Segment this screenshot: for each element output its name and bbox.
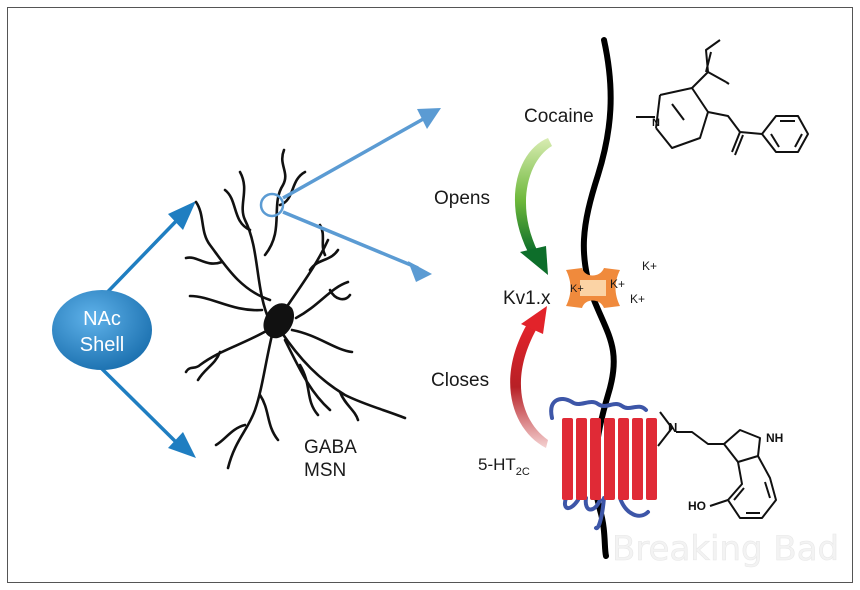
zoom-arrow-upper [282,116,426,200]
5ht2c-receptor [549,397,657,531]
indole-nh-label: NH [766,431,783,445]
indole-structure [657,411,777,519]
cocaine-label: Cocaine [524,106,594,127]
opens-label: Opens [434,188,490,209]
cocaine-structure [655,39,809,156]
closes-label: Closes [431,370,489,391]
opens-arrow-head [520,246,548,275]
kv-channel [566,268,620,308]
nac-label-line2: Shell [80,334,124,356]
nac-arrow-up-head [168,201,196,230]
zoom-arrows [282,116,426,270]
ion-k1: K+ [642,259,657,273]
neuron-illustration [184,148,407,470]
neuron-label-line2: MSN [304,460,346,481]
receptor-label: 5-HT2C [478,455,530,478]
watermark-text: Breaking Bad [612,529,839,569]
nac-shell-node: NAc Shell [52,290,152,370]
cell-membrane [580,37,617,559]
nac-arrow-down-head [168,432,196,458]
nac-arrow-down [93,360,184,450]
zoom-arrow-upper-head [417,108,441,129]
neuron-label-line1: GABA [304,437,357,458]
receptor-label-sub: 2C [516,466,530,478]
cocaine-n-atom: N [652,117,660,129]
closes-arrow-head [521,306,547,334]
receptor-helix-3 [590,418,601,500]
ion-inner: K+ [570,283,584,295]
indole-n-atom: N [668,420,677,435]
receptor-helix-4 [604,418,615,500]
closes-arrow-shaft [510,326,548,448]
figure-frame [7,7,853,583]
ion-k3: K+ [630,292,645,306]
receptor-helix-7 [646,418,657,500]
receptor-helix-5 [618,418,629,500]
receptor-helix-6 [632,418,643,500]
indole-ho-label: HO [688,499,706,513]
zoom-arrow-lower [282,210,419,270]
dendrite-zoom-circle [259,192,285,218]
neuron-soma [263,303,295,339]
ion-k2: K+ [610,277,625,291]
kv-channel-label: Kv1.x [503,288,551,309]
nac-arrow-up [93,213,184,307]
receptor-helix-2 [576,418,587,500]
receptor-loop-top [549,397,648,420]
receptor-helix-1 [562,418,573,500]
nac-arrows [93,213,184,450]
nac-label-line1: NAc [83,308,121,330]
receptor-loop-bottom [563,496,650,531]
opens-arrow-shaft [514,138,552,252]
receptor-label-base: 5-HT [478,455,516,474]
zoom-arrow-lower-head [408,261,432,282]
